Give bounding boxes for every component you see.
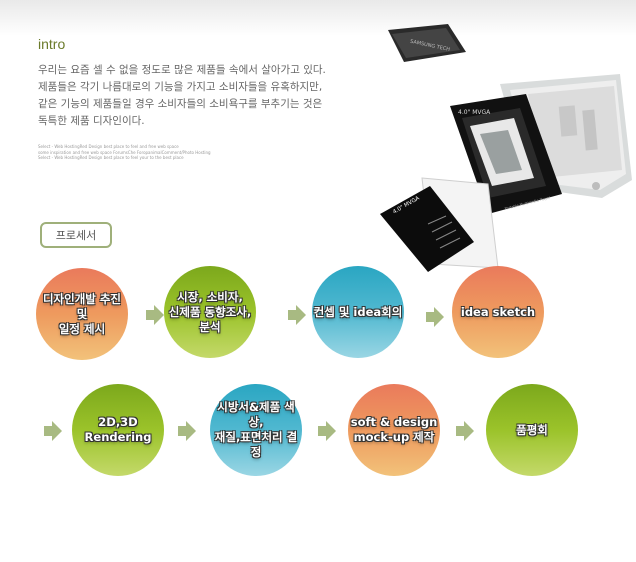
arrow-shape — [178, 421, 196, 441]
step-label: soft & design mock-up 제작 — [350, 415, 438, 444]
intro-title: intro — [38, 36, 66, 52]
top-gradient-bar — [0, 0, 636, 36]
arrow-right-icon — [456, 421, 474, 441]
process-step-4: idea sketch — [452, 266, 544, 358]
intro-line: 우리는 요즘 셀 수 없을 정도로 많은 제품들 속에서 살아가고 있다. — [38, 64, 326, 76]
arrow-shape — [288, 305, 306, 325]
fine-print-line: Select - Web HostingRed Design best plac… — [38, 144, 179, 149]
device-label: 4.0" MVGA — [458, 109, 491, 116]
arrow-right-icon — [146, 305, 164, 325]
arrow-shape — [44, 421, 62, 441]
arrow-shape — [426, 307, 444, 327]
step-label: idea sketch — [460, 304, 536, 319]
intro-line: 같은 기능의 제품들일 경우 소비자들의 소비욕구를 부추기는 것은 — [38, 98, 323, 110]
arrow-shape — [146, 305, 164, 325]
intro-text: 우리는 요즘 셀 수 없을 정도로 많은 제품들 속에서 살아가고 있다. 제품… — [38, 62, 398, 130]
arrow-shape — [456, 421, 474, 441]
product-illustration: SAMSUNG TECH 4.0" MVGA Portable Multimed… — [380, 24, 632, 272]
arrow-shape — [318, 421, 336, 441]
step-label: 컨셉 및 idea회의 — [313, 304, 403, 319]
step-label: 시방서&제품 색상, 재질,표면처리 결정 — [214, 400, 298, 459]
intro-line: 독특한 제품 디자인이다. — [38, 115, 145, 127]
process-step-3: 컨셉 및 idea회의 — [312, 266, 404, 358]
top-cover-plate: SAMSUNG TECH — [388, 24, 466, 62]
arrow-right-icon — [318, 421, 336, 441]
arrow-right-icon — [44, 421, 62, 441]
fine-print-line: Select - Web HostingRed Design best plac… — [38, 155, 184, 160]
arrow-right-icon — [426, 307, 444, 327]
step-label: 품평회 — [516, 422, 548, 437]
step-label: 디자인개발 추진 및 일정 제시 — [42, 291, 122, 336]
step-label: 시장, 소비자, 신제품 동향조사,분석 — [168, 289, 252, 334]
arrow-right-icon — [288, 305, 306, 325]
process-step-5: 2D,3D Rendering — [72, 384, 164, 476]
step-label: 2D,3D Rendering — [84, 415, 152, 444]
device-body: 4.0" MVGA Portable Multimedia Player — [450, 94, 562, 214]
fine-print: Select - Web HostingRed Design best plac… — [38, 144, 278, 161]
process-step-8: 품평회 — [486, 384, 578, 476]
fine-print-line: some inspiration and free web space Foru… — [38, 149, 211, 155]
process-tab[interactable]: 프로세서 — [40, 222, 112, 248]
process-step-6: 시방서&제품 색상, 재질,표면처리 결정 — [210, 384, 302, 476]
product-exploded-view: SAMSUNG TECH 4.0" MVGA Portable Multimed… — [370, 10, 636, 285]
arrow-right-icon — [178, 421, 196, 441]
process-step-2: 시장, 소비자, 신제품 동향조사,분석 — [164, 266, 256, 358]
process-step-1: 디자인개발 추진 및 일정 제시 — [36, 268, 128, 360]
intro-line: 제품들은 각기 나름대로의 기능을 가지고 소비자들을 유혹하지만, — [38, 81, 323, 93]
process-step-7: soft & design mock-up 제작 — [348, 384, 440, 476]
